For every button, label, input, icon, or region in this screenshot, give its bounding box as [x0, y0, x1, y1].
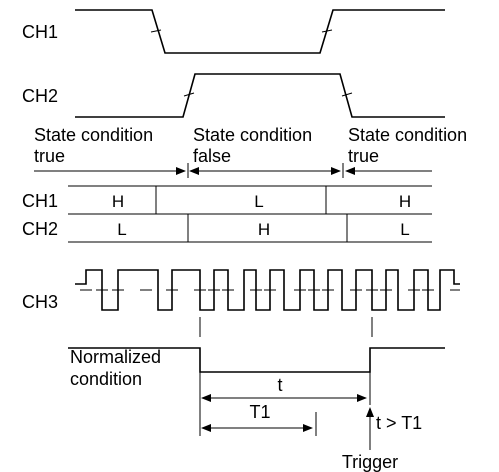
ch2-label: CH2 [22, 86, 58, 106]
ch3-label: CH3 [22, 292, 58, 312]
svg-text:condition: condition [70, 369, 142, 389]
ch1-waveform [75, 9, 445, 54]
compare-label: t > T1 [376, 413, 422, 433]
table-cell: L [254, 192, 263, 211]
normalized-label: Normalized condition [70, 347, 161, 389]
svg-text:false: false [193, 146, 231, 166]
svg-text:Normalized: Normalized [70, 347, 161, 367]
ch2-waveform [75, 73, 445, 118]
svg-text:true: true [34, 146, 65, 166]
normalized-waveform [68, 347, 445, 373]
table-cell: H [399, 192, 411, 211]
svg-text:State condition: State condition [34, 125, 153, 145]
state-true-label: State condition true [34, 125, 153, 166]
state-span-arrows [34, 163, 432, 178]
table-ch1-label: CH1 [22, 191, 58, 211]
trigger-label: Trigger [342, 452, 398, 472]
svg-text:State condition: State condition [348, 125, 467, 145]
table-cell: L [400, 220, 409, 239]
table-cell: L [117, 220, 126, 239]
svg-text:State condition: State condition [193, 125, 312, 145]
state-table [68, 185, 432, 243]
table-ch2-label: CH2 [22, 219, 58, 239]
table-cell: H [258, 220, 270, 239]
t-label: t [277, 375, 282, 395]
svg-text:true: true [348, 146, 379, 166]
ch1-label: CH1 [22, 22, 58, 42]
t1-label: T1 [249, 402, 270, 422]
ch3-waveform [75, 269, 460, 311]
state-true2-label: State condition true [348, 125, 467, 166]
state-false-label: State condition false [193, 125, 312, 166]
table-cell: H [112, 192, 124, 211]
